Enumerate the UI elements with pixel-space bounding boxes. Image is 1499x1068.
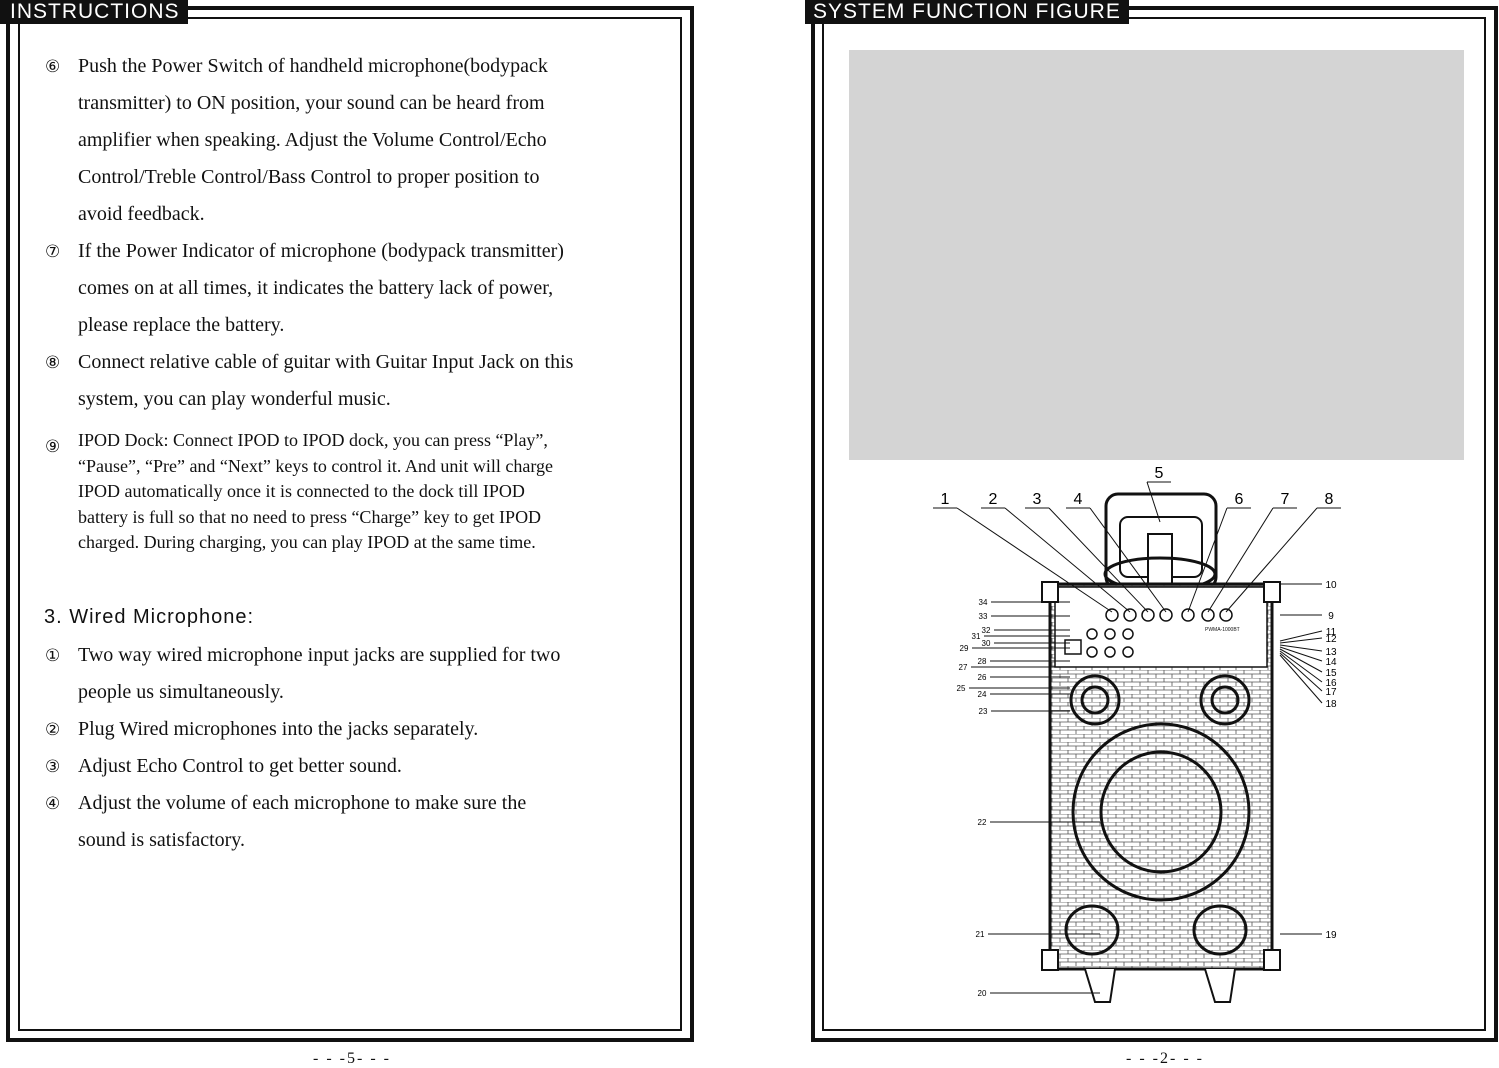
instruction-item-line: avoid feedback.: [78, 203, 205, 225]
callout-right-15: 15: [1325, 668, 1337, 679]
section-heading-wired-microphone: 3. Wired Microphone:: [44, 606, 255, 628]
callout-left-34: 34: [979, 598, 988, 607]
wired-mic-item-marker: ①: [45, 646, 61, 666]
callout-left-22: 22: [978, 818, 987, 827]
callout-top-6: 6: [1235, 491, 1244, 508]
callout-left-31: 31: [972, 632, 981, 641]
callout-right-11: 11: [1326, 627, 1337, 638]
trolley-handle: [1103, 492, 1218, 592]
instruction-item-marker: ⑦: [45, 242, 61, 262]
callout-left-33: 33: [979, 612, 988, 621]
wired-mic-item-line: people us simultaneously.: [78, 681, 284, 703]
wired-mic-item-line: Plug Wired microphones into the jacks se…: [78, 718, 479, 740]
right-page-frame-outer: [811, 6, 1498, 1042]
instruction-item-line: amplifier when speaking. Adjust the Volu…: [78, 129, 547, 151]
panel-model-label: PWMA-1000BT: [1205, 627, 1240, 633]
callout-left-25: 25: [957, 684, 966, 693]
instruction-item-line: Connect relative cable of guitar with Gu…: [78, 351, 574, 373]
callout-right-9: 9: [1328, 611, 1334, 622]
callout-left-28: 28: [978, 657, 987, 666]
callout-right-13: 13: [1325, 647, 1337, 658]
callout-top-8: 8: [1325, 491, 1334, 508]
callout-left-23: 23: [979, 707, 988, 716]
instruction-item-line: IPOD automatically once it is connected …: [78, 481, 525, 501]
instruction-item-line: charged. During charging, you can play I…: [78, 532, 536, 552]
callout-left-29: 29: [960, 644, 969, 653]
callout-left-32: 32: [982, 626, 991, 635]
wired-mic-item-text: Two way wired microphone input jacks are…: [78, 637, 560, 711]
wired-mic-item-line: Two way wired microphone input jacks are…: [78, 644, 561, 666]
wired-mic-item-marker: ③: [45, 757, 61, 777]
right-page-frame-inner: [822, 17, 1486, 1031]
callout-top-1: 1: [941, 491, 950, 508]
callout-left-24: 24: [978, 690, 987, 699]
callout-left-27: 27: [959, 663, 968, 672]
callout-right-14: 14: [1325, 657, 1337, 668]
callout-right-19: 19: [1325, 930, 1337, 941]
instruction-item-text: Connect relative cable of guitar with Gu…: [78, 344, 573, 418]
instruction-item-line: “Pause”, “Pre” and “Next” keys to contro…: [78, 455, 554, 476]
callout-top-3: 3: [1033, 491, 1042, 508]
callout-left-20: 20: [978, 989, 987, 998]
left-page-number: - - -5- - -: [313, 1050, 391, 1067]
wired-mic-item-line: Adjust Echo Control to get better sound.: [78, 755, 402, 777]
instruction-item-line: Control/Treble Control/Bass Control to p…: [78, 166, 540, 188]
instruction-item-marker: ⑥: [45, 57, 61, 77]
callout-left-26: 26: [978, 673, 987, 682]
left-page-frame-outer: [6, 6, 694, 1042]
wired-mic-item-marker: ②: [45, 720, 61, 740]
callout-top-2: 2: [989, 491, 998, 508]
instruction-item-line: comes on at all times, it indicates the …: [78, 277, 554, 299]
instruction-item-text: IPOD Dock: Connect IPOD to IPOD dock, yo…: [78, 428, 553, 556]
callout-left-21: 21: [976, 930, 985, 939]
callout-top-4: 4: [1074, 491, 1083, 508]
wired-mic-item-text: Plug Wired microphones into the jacks se…: [78, 711, 478, 748]
instruction-item-line: transmitter) to ON position, your sound …: [78, 92, 545, 114]
instructions-header: INSTRUCTIONS: [0, 0, 188, 24]
figure-image-placeholder: [849, 50, 1464, 460]
right-page-number: - - -2- - -: [1126, 1050, 1204, 1067]
wired-mic-item-text: Adjust the volume of each microphone to …: [78, 785, 526, 859]
instruction-item-line: Push the Power Switch of handheld microp…: [78, 55, 548, 77]
callout-right-16: 16: [1325, 678, 1337, 689]
instruction-item-text: Push the Power Switch of handheld microp…: [78, 48, 548, 233]
callout-right-10: 10: [1325, 580, 1337, 591]
wired-mic-item-line: sound is satisfactory.: [78, 829, 246, 851]
callout-right-12: 12: [1325, 634, 1337, 645]
callout-top-5: 5: [1155, 465, 1164, 482]
callout-leaders: [933, 481, 1341, 994]
instruction-item-text: If the Power Indicator of microphone (bo…: [78, 233, 564, 344]
wired-mic-item-marker: ④: [45, 794, 61, 814]
instruction-item-marker: ⑨: [45, 437, 61, 457]
cabinet-feet: [1084, 968, 1236, 1003]
instruction-item-line: battery is full so that no need to press…: [78, 506, 542, 527]
wired-mic-item-text: Adjust Echo Control to get better sound.: [78, 748, 402, 785]
speaker-cabinet: PWMA-1000BT: [1041, 581, 1281, 971]
instruction-item-line: please replace the battery.: [78, 314, 285, 336]
callout-left-30: 30: [982, 639, 991, 648]
instruction-item-line: system, you can play wonderful music.: [78, 388, 391, 410]
system-function-figure-header: SYSTEM FUNCTION FIGURE: [805, 0, 1129, 24]
instruction-item-marker: ⑧: [45, 353, 61, 373]
instruction-item-line: IPOD Dock: Connect IPOD to IPOD dock, yo…: [78, 430, 548, 450]
left-page-frame-inner: [18, 17, 682, 1031]
callout-right-18: 18: [1325, 699, 1337, 710]
callout-top-7: 7: [1281, 491, 1290, 508]
callout-right-17: 17: [1325, 687, 1337, 698]
instruction-item-line: If the Power Indicator of microphone (bo…: [78, 240, 564, 262]
wired-mic-item-line: Adjust the volume of each microphone to …: [78, 792, 527, 814]
